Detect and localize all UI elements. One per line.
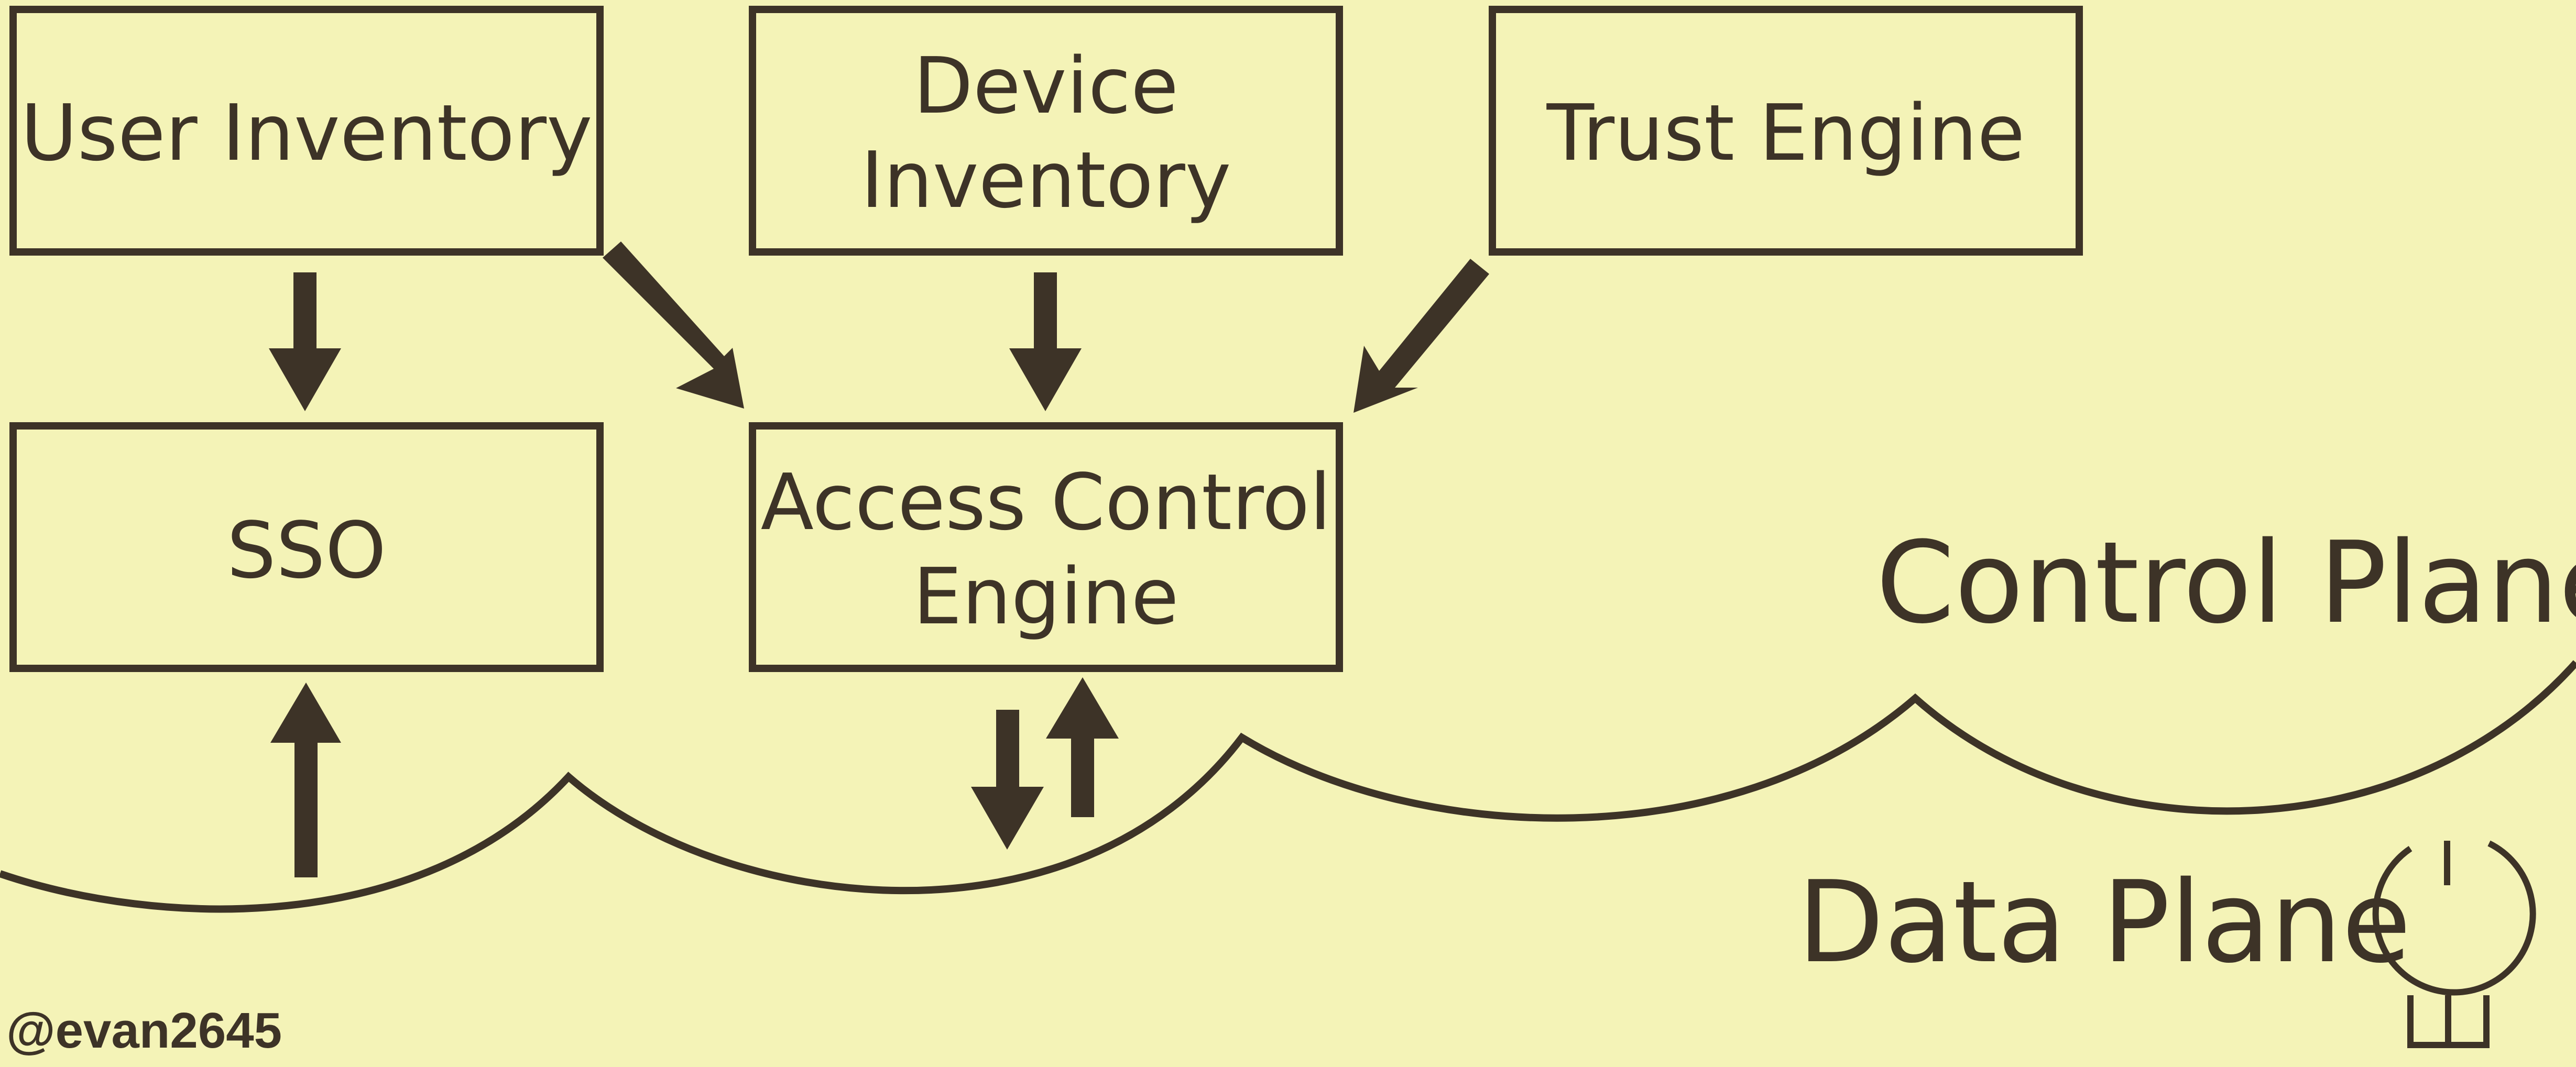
control-plane-label: Control Plane bbox=[1876, 517, 2576, 648]
user-inventory-label: User Inventory bbox=[20, 88, 592, 178]
device-inventory-box: Device Inventory bbox=[749, 6, 1343, 256]
trust-engine-label: Trust Engine bbox=[1546, 88, 2025, 178]
plane-boundary-line bbox=[0, 660, 2576, 913]
access-control-engine-label-line1: Access Control bbox=[761, 457, 1331, 547]
device-inventory-label-line1: Device bbox=[913, 41, 1178, 131]
access-control-engine-label-line2: Engine bbox=[913, 552, 1178, 642]
power-plug-icon bbox=[2372, 840, 2536, 1048]
sso-label: SSO bbox=[227, 505, 386, 596]
arrow-data-plane-to-sso bbox=[270, 683, 341, 877]
device-inventory-label-line2: Inventory bbox=[861, 135, 1231, 225]
arrow-user-inventory-to-sso bbox=[269, 272, 341, 411]
trust-engine-box: Trust Engine bbox=[1489, 6, 2083, 256]
access-control-engine-box: Access Control Engine bbox=[749, 422, 1343, 672]
arrow-access-control-to-data-plane bbox=[971, 710, 1044, 850]
arrow-data-plane-to-access-control bbox=[1046, 677, 1119, 817]
user-inventory-box: User Inventory bbox=[9, 6, 604, 256]
arrow-user-inventory-to-access-control bbox=[603, 241, 744, 409]
arrows bbox=[269, 241, 1489, 877]
data-plane-label: Data Plane bbox=[1797, 856, 2411, 988]
author-handle: @evan2645 bbox=[6, 1003, 282, 1059]
arrow-device-inventory-to-access-control bbox=[1009, 272, 1082, 411]
sso-box: SSO bbox=[9, 422, 604, 672]
arrow-trust-engine-to-access-control bbox=[1354, 259, 1489, 413]
